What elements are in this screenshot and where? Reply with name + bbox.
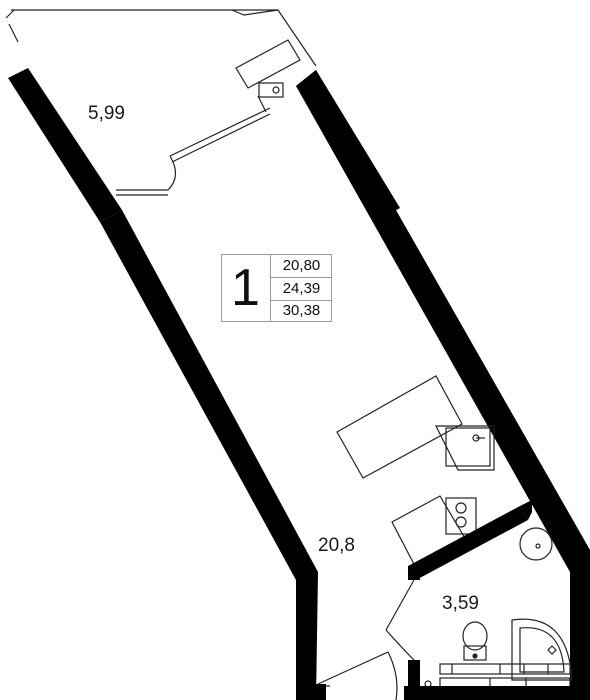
balcony-fixture xyxy=(235,39,301,113)
balcony-outline xyxy=(5,9,317,67)
exterior-wall-left-long xyxy=(100,210,318,700)
bathroom-area-label: 3,59 xyxy=(442,593,479,614)
balcony-divider xyxy=(116,107,271,196)
exterior-wall-left xyxy=(8,68,122,222)
rooms-count: 1 xyxy=(231,259,260,317)
badge-row-divider xyxy=(271,300,332,301)
apartment-info-badge: 1 20,80 24,39 30,38 xyxy=(221,254,332,322)
exterior-wall-right-lower xyxy=(570,556,590,700)
entrance-door xyxy=(317,651,398,700)
exterior-wall-right xyxy=(296,70,590,588)
total-area-with-balcony-value: 30,38 xyxy=(282,302,321,319)
living-room-area-label: 20,8 xyxy=(318,535,355,556)
total-area-value: 24,39 xyxy=(282,280,321,297)
badge-row-divider xyxy=(271,277,332,278)
badge-divider xyxy=(270,255,271,321)
bottom-walls xyxy=(296,684,572,700)
living-area-value: 20,80 xyxy=(282,257,321,274)
balcony-area-label: 5,99 xyxy=(88,103,125,124)
bathroom-door xyxy=(385,579,415,661)
